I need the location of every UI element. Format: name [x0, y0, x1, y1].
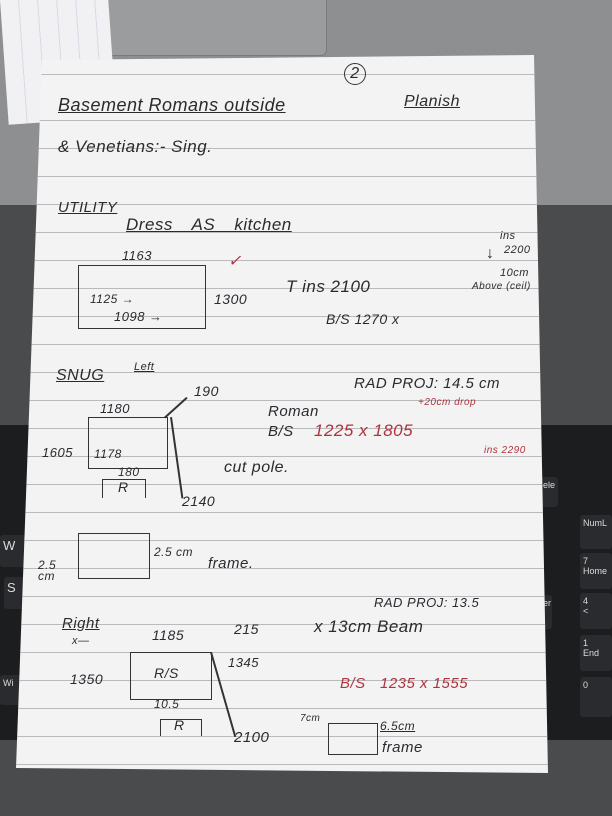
right-rad: R: [174, 717, 185, 733]
right-mark: x—: [72, 635, 90, 647]
snug-drop-line: [170, 417, 184, 499]
snug-bs-size: 1225 x 1805: [314, 421, 414, 440]
right-frame-sketch: [328, 723, 378, 755]
utility-inner-1: 1125 →: [90, 292, 135, 306]
snug-ins: ins 2290: [484, 445, 526, 456]
key-1-end[interactable]: 1 End: [580, 635, 612, 671]
tick-mark: ✓: [228, 253, 242, 270]
key-numlock[interactable]: NumL: [580, 515, 612, 549]
utility-inner-2: 1098 →: [114, 309, 163, 324]
arrow-down-icon: ↓: [486, 245, 495, 262]
right-rad-proj: RAD PROJ: 13.5: [374, 595, 480, 610]
utility-heading: UTILITY: [58, 199, 118, 216]
utility-above: 10cm: [500, 267, 529, 279]
key-w[interactable]: W: [0, 535, 28, 567]
snug-frame: frame.: [208, 555, 254, 572]
right-window-sketch: [130, 652, 212, 700]
right-heading: Right: [62, 615, 100, 632]
right-height-left: 1350: [70, 671, 104, 687]
snug-heading: SNUG: [56, 367, 105, 384]
snug-rad: R: [118, 479, 129, 495]
right-diag: 215: [234, 621, 259, 637]
title: Basement Romans outside: [58, 95, 286, 115]
snug-width-top: 1180: [100, 401, 130, 416]
right-bottom: 10.5: [154, 697, 180, 711]
right-bs-size: 1235 x 1555: [380, 675, 469, 692]
right-frame-right: 6.5cm: [380, 719, 416, 733]
key-0[interactable]: 0: [580, 677, 612, 717]
snug-drop-note: +20cm drop: [418, 397, 477, 408]
utility-ins-label: ins: [500, 230, 516, 242]
utility-window-sketch: [78, 265, 206, 329]
snug-inner: 1178: [94, 447, 122, 461]
key-7-home[interactable]: 7 Home: [580, 553, 612, 589]
utility-above-2: Above (ceil): [472, 281, 531, 292]
right-frame: frame: [382, 739, 423, 756]
right-rs: R/S: [154, 665, 179, 681]
utility-note: Dress AS kitchen: [126, 215, 292, 234]
snug-frame-sketch: [78, 533, 150, 579]
utility-height: 1300: [214, 291, 248, 307]
snug-diag-line: [164, 396, 188, 419]
snug-rad-proj: RAD PROJ: 14.5 cm: [354, 375, 501, 392]
snug-rad-width: 180: [118, 465, 140, 479]
snug-frame-left: 2.5 cm: [38, 558, 57, 583]
right-bs-label: B/S: [340, 675, 366, 692]
snug-drop: 2140: [182, 493, 216, 509]
key-delete[interactable]: ele: [540, 477, 558, 507]
snug-side: Left: [134, 361, 155, 373]
utility-bs: B/S 1270 x: [326, 311, 400, 327]
right-radiator-sketch: [160, 719, 202, 736]
snug-window-sketch: [88, 417, 168, 469]
right-drop: 2100: [234, 729, 270, 746]
notes-page: 2 Basement Romans outside Planish & Vene…: [16, 55, 548, 773]
snug-bs-label: B/S: [268, 423, 294, 440]
utility-ins-value: 2200: [504, 244, 531, 256]
snug-height: 1605: [42, 445, 73, 460]
subtitle: & Venetians:- Sing.: [58, 137, 213, 156]
keyboard-right: ele NumL 7 Home 4 < 1 End 0 er: [540, 425, 612, 740]
key-4-left[interactable]: 4 <: [580, 593, 612, 629]
snug-cut-pole: cut pole.: [224, 459, 289, 476]
trackpad[interactable]: [105, 0, 327, 56]
utility-t-ins: T ins 2100: [286, 277, 371, 296]
right-beam: x 13cm Beam: [314, 617, 424, 636]
right-height-right: 1345: [228, 655, 259, 670]
snug-frame-right: 2.5 cm: [154, 545, 194, 559]
right-frame-top: 7cm: [300, 713, 321, 724]
utility-width-top: 1163: [122, 248, 152, 263]
title-right: Planish: [404, 93, 460, 110]
page-number: 2: [344, 63, 366, 85]
snug-radiator-sketch: [102, 479, 146, 498]
snug-diag: 190: [194, 383, 219, 399]
right-width-top: 1185: [152, 627, 185, 643]
snug-roman: Roman: [268, 403, 319, 420]
